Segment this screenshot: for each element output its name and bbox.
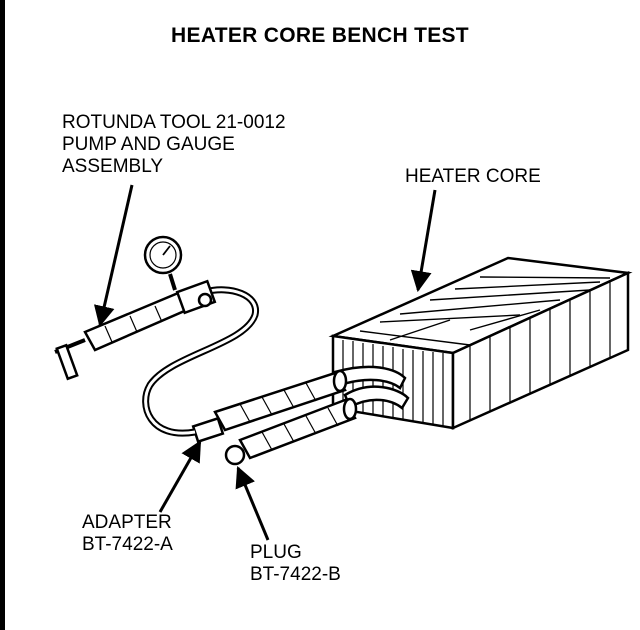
heater-core-label: HEATER CORE	[405, 166, 541, 187]
pump-gauge-label: ROTUNDA TOOL 21-0012 PUMP AND GAUGE ASSE…	[62, 112, 286, 178]
pressure-gauge	[143, 235, 183, 275]
plug-fitting	[224, 444, 246, 466]
plug-cylinder	[238, 397, 358, 460]
diagram-title: HEATER CORE BENCH TEST	[171, 24, 469, 47]
left-border-rule	[0, 0, 5, 630]
plug-label-line-2: BT-7422-B	[250, 564, 341, 585]
pump-label-line-2: PUMP AND GAUGE	[62, 134, 235, 155]
adapter-label-line-1: ADAPTER	[82, 512, 172, 533]
plug-label: PLUG BT-7422-B	[250, 542, 341, 586]
plug-label-line-1: PLUG	[250, 542, 302, 563]
pump-label-line-1: ROTUNDA TOOL 21-0012	[62, 112, 286, 133]
pump-label-line-3: ASSEMBLY	[62, 156, 164, 177]
adapter-label: ADAPTER BT-7422-A	[82, 512, 173, 556]
adapter-fitting	[191, 416, 225, 444]
pump-assembly	[54, 273, 217, 381]
adapter-cylinder	[213, 369, 348, 432]
plug-leader-arrow	[235, 466, 270, 541]
adapter-leader-arrow	[158, 440, 202, 513]
heater-core-leader-arrow	[410, 189, 437, 293]
heater-core-tubes	[333, 365, 410, 410]
heater-core	[328, 256, 633, 430]
adapter-label-line-2: BT-7422-A	[82, 534, 173, 555]
leader-arrows	[93, 184, 437, 541]
pressure-hose	[142, 286, 259, 437]
pump-leader-arrow	[93, 184, 134, 328]
